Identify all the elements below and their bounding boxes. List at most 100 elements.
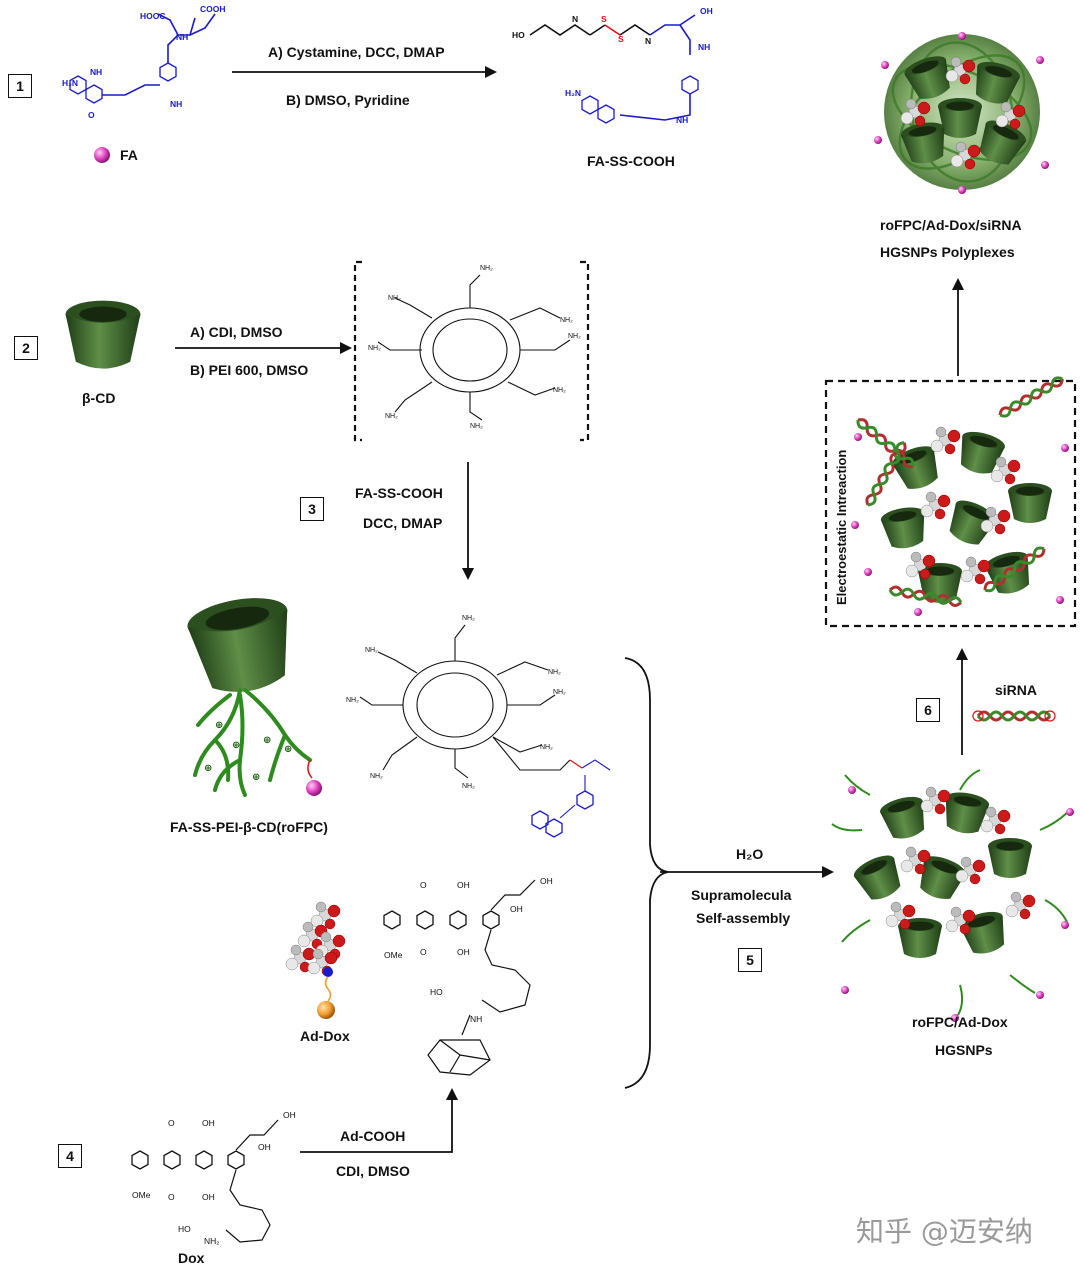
- electrostatic-box: [824, 379, 1077, 628]
- step-6-box: 6: [916, 698, 940, 722]
- step-4-box: 4: [58, 1144, 82, 1168]
- svg-text:NH₂: NH₂: [365, 647, 378, 654]
- hgsnps-label-line1: roFPC/Ad-Dox: [912, 1014, 1008, 1030]
- svg-text:NH₂: NH₂: [204, 1236, 220, 1246]
- fa-sphere-icon: [94, 147, 110, 163]
- svg-text:⊕: ⊕: [252, 772, 260, 783]
- svg-text:NH₂: NH₂: [568, 333, 581, 340]
- svg-text:H₂N: H₂N: [62, 78, 78, 88]
- svg-text:OH: OH: [700, 6, 713, 16]
- pei-cd-bracket: [353, 260, 590, 442]
- step-1-box: 1: [8, 74, 32, 98]
- reaction5-conditions-a: H₂O: [736, 846, 764, 862]
- polyplex-label-line2: HGSNPs Polyplexes: [880, 244, 1015, 260]
- svg-text:NH: NH: [676, 115, 688, 125]
- svg-text:NH₂: NH₂: [368, 345, 381, 352]
- polyplex-nanoparticle-icon: [874, 32, 1049, 194]
- svg-text:HOOC: HOOC: [140, 11, 166, 21]
- svg-text:NH₂: NH₂: [553, 387, 566, 394]
- svg-text:HO: HO: [430, 987, 443, 997]
- beta-cd-cup-icon: [65, 300, 141, 369]
- svg-text:NH₂: NH₂: [370, 773, 383, 780]
- svg-text:HO: HO: [512, 30, 525, 40]
- ad-dox-structure: [383, 879, 536, 1076]
- svg-text:OH: OH: [202, 1118, 215, 1128]
- svg-text:NH₂: NH₂: [346, 697, 359, 704]
- fa-ss-cooh-structure: [529, 14, 699, 124]
- reaction5-conditions-b: Supramolecula: [691, 887, 792, 903]
- svg-text:OH: OH: [457, 880, 470, 890]
- svg-text:O: O: [420, 947, 427, 957]
- rofpc-label: FA-SS-PEI-β-CD(roFPC): [170, 819, 328, 835]
- rofpc-structure: [359, 624, 571, 779]
- step-5-box: 5: [738, 948, 762, 972]
- hgsnps-label-line2: HGSNPs: [935, 1042, 993, 1058]
- rofpc-pei-branches: [193, 688, 312, 797]
- svg-text:⊕: ⊕: [204, 763, 212, 774]
- polyplex-label-line1: roFPC/Ad-Dox/siRNA: [880, 217, 1022, 233]
- electrostatic-interaction-label: Electroestatic Intreaction: [834, 449, 849, 605]
- reaction2-conditions-a: A) CDI, DMSO: [190, 324, 283, 340]
- fa-ss-cooh-atom-labels: HO N S S N OH NH H₂N NH: [512, 6, 713, 125]
- reaction4-conditions-a: Ad-COOH: [340, 1128, 406, 1144]
- svg-text:NH₂: NH₂: [540, 744, 553, 751]
- svg-text:S: S: [618, 34, 624, 44]
- svg-text:NH₂: NH₂: [470, 423, 483, 430]
- svg-text:OH: OH: [510, 904, 523, 914]
- arrow-step4: [300, 1088, 458, 1153]
- svg-text:⊕: ⊕: [232, 740, 240, 751]
- svg-text:OH: OH: [540, 876, 553, 886]
- beta-cd-label: β-CD: [82, 390, 116, 406]
- svg-text:S: S: [601, 14, 607, 24]
- reaction1-conditions-b: B) DMSO, Pyridine: [286, 92, 410, 108]
- rofpc-charge-icons: ⊕⊕⊕ ⊕⊕⊕: [204, 720, 292, 783]
- svg-text:O: O: [88, 110, 95, 120]
- step-3-box: 3: [300, 497, 324, 521]
- step-2-box: 2: [14, 336, 38, 360]
- svg-text:OMe: OMe: [384, 950, 403, 960]
- svg-text:OH: OH: [457, 947, 470, 957]
- fa-structure: [69, 13, 216, 104]
- reaction3-conditions-b: DCC, DMAP: [363, 515, 443, 531]
- pei-cd-structure: [377, 274, 571, 421]
- grouping-brace: [624, 657, 669, 1089]
- svg-text:H: H: [96, 67, 102, 77]
- svg-text:⊕: ⊕: [263, 735, 271, 746]
- watermark: 知乎 @迈安纳: [856, 1215, 1033, 1248]
- svg-text:COOH: COOH: [200, 4, 226, 14]
- polyplex-assembly-icon: [851, 374, 1069, 616]
- svg-text:⊕: ⊕: [284, 744, 292, 755]
- svg-text:OH: OH: [202, 1192, 215, 1202]
- svg-text:NH₂: NH₂: [462, 615, 475, 622]
- svg-text:HO: HO: [178, 1224, 191, 1234]
- ad-dox-label: Ad-Dox: [300, 1028, 350, 1044]
- svg-text:NH: NH: [176, 32, 188, 42]
- rofpc-structure-disulfide: [569, 759, 583, 769]
- svg-text:NH₂: NH₂: [480, 265, 493, 272]
- svg-text:OH: OH: [283, 1110, 296, 1120]
- sirna-helix-icon: [972, 710, 1056, 722]
- svg-text:NH₂: NH₂: [560, 317, 573, 324]
- svg-text:N: N: [90, 67, 96, 77]
- rofpc-structure-fa: [531, 759, 611, 838]
- svg-text:OH: OH: [258, 1142, 271, 1152]
- svg-text:N: N: [572, 14, 578, 24]
- reaction3-conditions-a: FA-SS-COOH: [355, 485, 443, 501]
- hgsnps-cluster-icon: [831, 769, 1074, 1022]
- rofpc-fa-sphere-icon: [306, 780, 322, 796]
- fa-label: FA: [120, 147, 138, 163]
- svg-text:H₂N: H₂N: [565, 88, 581, 98]
- rofpc-cup-icon: [184, 591, 301, 700]
- svg-text:NH₂: NH₂: [388, 295, 401, 302]
- svg-text:OMe: OMe: [132, 1190, 151, 1200]
- svg-text:NH₂: NH₂: [385, 413, 398, 420]
- svg-text:NH: NH: [170, 99, 182, 109]
- svg-text:NH₂: NH₂: [548, 669, 561, 676]
- reaction4-conditions-b: CDI, DMSO: [336, 1163, 410, 1179]
- ad-dox-model: [285, 901, 346, 1019]
- svg-text:O: O: [168, 1118, 175, 1128]
- sirna-label: siRNA: [995, 682, 1038, 698]
